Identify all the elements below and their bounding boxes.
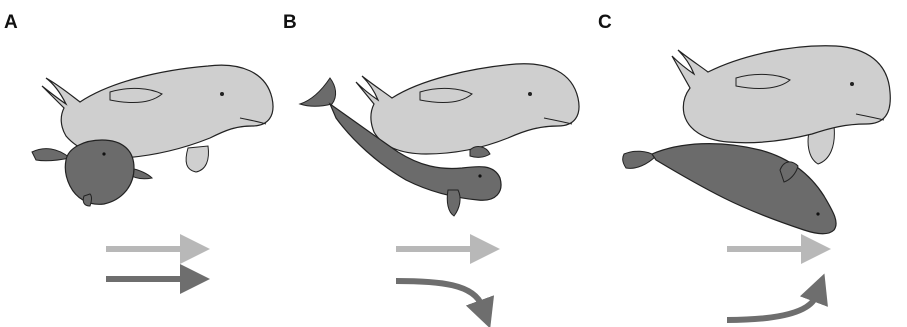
calf-beluga-b-dorsal	[470, 147, 490, 158]
adult-beluga-a-eye	[220, 92, 224, 96]
calf-direction-arrow-c	[727, 296, 816, 320]
panel-label-a: A	[4, 12, 18, 33]
adult-beluga-a-flipper	[186, 146, 208, 172]
calf-direction-arrow-b	[396, 281, 482, 306]
calf-beluga-a-fin	[83, 194, 91, 206]
adult-beluga-b-eye	[528, 92, 532, 96]
adult-beluga-c-body	[672, 46, 890, 143]
calf-beluga-a-eye	[102, 152, 105, 155]
adult-beluga-a-body	[42, 65, 273, 158]
calf-beluga-c	[623, 144, 836, 234]
calf-beluga-a-body	[65, 140, 134, 204]
panel-c: C	[598, 12, 890, 320]
calf-beluga-a-tail	[32, 149, 70, 161]
calf-beluga-b-eye	[478, 174, 481, 177]
panel-label-c: C	[598, 12, 612, 33]
panel-label-b: B	[283, 12, 297, 33]
adult-beluga-c-eye	[850, 82, 854, 86]
calf-beluga-b-tail	[300, 78, 336, 106]
adult-beluga-b-body	[356, 64, 579, 154]
calf-beluga-c-eye	[816, 212, 819, 215]
panel-b: B	[283, 12, 579, 306]
calf-beluga-c-tail	[623, 151, 656, 168]
panel-a: A	[4, 12, 273, 279]
calf-beluga-c-body	[652, 144, 836, 234]
adult-beluga-b	[356, 64, 579, 154]
calf-beluga-b-fin	[447, 190, 460, 216]
